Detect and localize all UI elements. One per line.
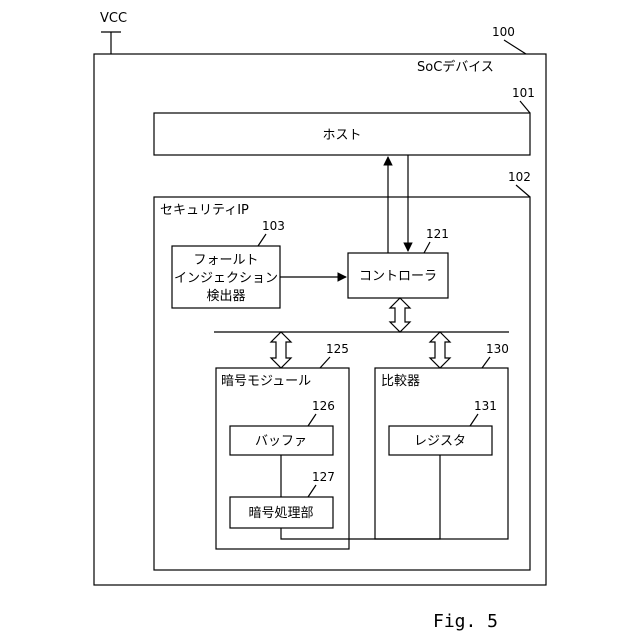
comparator-label: 比較器 bbox=[381, 374, 420, 389]
buffer-label: バッファ bbox=[255, 434, 307, 449]
crypto-module-ref: 125 bbox=[326, 342, 349, 356]
vcc-label: VCC bbox=[100, 11, 127, 26]
fault-detector-line1: フォールト bbox=[193, 253, 258, 268]
comparator-ref: 130 bbox=[486, 342, 509, 356]
figure-label: Fig. 5 bbox=[433, 611, 498, 632]
host-ref: 101 bbox=[512, 86, 535, 100]
security-ip-label: セキュリティIP bbox=[160, 203, 249, 218]
fault-detector-line2: インジェクション bbox=[174, 271, 278, 286]
controller-ref: 121 bbox=[426, 227, 449, 241]
buffer-ref: 126 bbox=[312, 399, 335, 413]
controller-label: コントローラ bbox=[359, 269, 437, 284]
crypto-module-label: 暗号モジュール bbox=[221, 374, 311, 389]
soc-label: SoCデバイス bbox=[417, 59, 494, 75]
security-ip-ref: 102 bbox=[508, 170, 531, 184]
crypto-proc-ref: 127 bbox=[312, 470, 335, 484]
register-ref: 131 bbox=[474, 399, 497, 413]
crypto-proc-label: 暗号処理部 bbox=[248, 506, 313, 521]
register-label: レジスタ bbox=[414, 434, 466, 449]
soc-ref-leader bbox=[504, 40, 526, 54]
host-label: ホスト bbox=[322, 128, 361, 143]
fault-detector-ref: 103 bbox=[262, 219, 285, 233]
fault-detector-line3: 検出器 bbox=[206, 289, 245, 304]
soc-ref: 100 bbox=[492, 25, 515, 39]
